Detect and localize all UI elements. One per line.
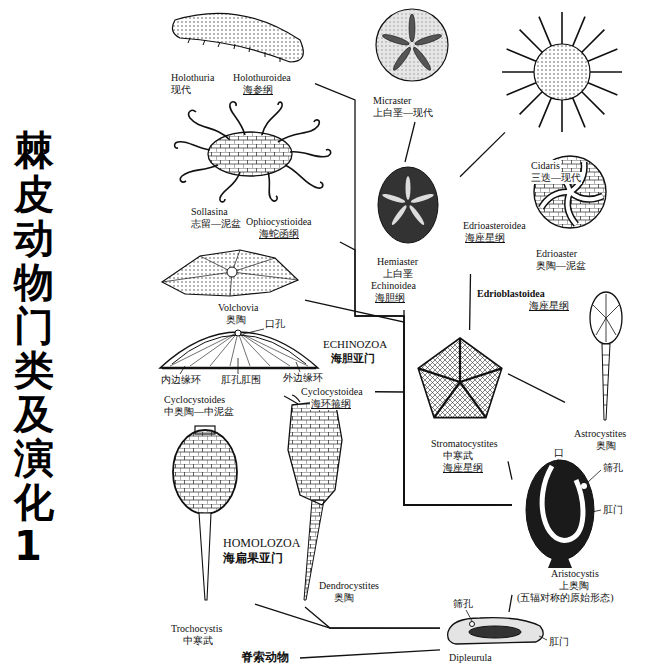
cyclocystoides-figure [160,330,318,368]
age-label: 上白垩—现代 [372,107,434,119]
age-label: 上白垩 [382,268,414,280]
subphylum-name: HOMOLOZOA [222,536,301,550]
genus-name: Edrioaster [535,248,578,260]
annotation-label: 口孔 [264,318,286,330]
title-column: 棘皮动物门类及演化1 [14,128,54,568]
age-label: (五辐对称的原始形态) [516,592,615,604]
class-chinese-name: 海环箍纲 [310,398,352,410]
branch-line [255,604,440,628]
trochocystis-figure [173,426,237,600]
organism-group: Aristocystis上奥陶(五辐对称的原始形态) [512,448,645,606]
hemiaster-figure [378,167,438,243]
class-chinese-name: 海座星纲 [464,232,506,244]
class-chinese-name: 海胆纲 [374,292,406,304]
genus-name: Sollasina [190,206,229,218]
class-name: Ophiocystioidea [245,216,313,228]
genus-name: Trochocystis [170,623,223,635]
organism-group: Dendrocystites奥陶 [275,392,385,607]
branch-line [305,607,440,628]
subphylum-chinese-name: 海扁果亚门 [222,551,284,565]
branch-line [375,392,512,505]
annotation-label: 筛孔 [602,462,624,474]
organism-group: Micraster上白垩—现代 [365,5,465,122]
branch-line [509,595,512,612]
age-label: 奥陶 [333,592,355,604]
class-chinese-name: 海蛇函纲 [258,228,300,240]
organism-group: Volchovia奥陶 [155,246,305,328]
age-label: 奥陶—泥盆 [535,260,587,272]
class-name: Edrioasteroidea [462,220,527,232]
annotation-label: 肛孔肛围 [220,374,262,386]
class-chinese-name: 海参纲 [242,84,274,96]
organism-group: Holothuria现代 Holothuroidea海参纲 [165,2,315,98]
class-name: Cyclocystoidea [300,386,364,398]
group-name: 脊索动物 [240,650,290,664]
organism-group: Dipleurula [440,612,555,666]
genus-name: Stromatocystites [430,438,499,450]
genus-name: Cidaris [530,160,561,172]
organism-group: Sollasina志留—泥盆Ophiocystioidea海蛇函纲 [160,100,350,242]
branch-line [305,300,512,505]
cidaris-figure [502,12,622,132]
micraster-figure [376,9,448,81]
genus-name: Volchovia [217,302,259,314]
age-label: 中奥陶—中泥盆 [163,406,235,418]
annotation-label: 筛孔 [452,598,474,610]
organism-group: 脊索动物 [240,650,300,666]
annotation-label: 肛门 [548,636,570,648]
branch-line [508,461,512,479]
holothuria-figure [172,13,303,62]
subphylum-chinese-name: 海胆亚门 [330,352,376,365]
organism-group: Cyclocystoides中奥陶—中泥盆 Cyclocystoidea海环箍纲 [155,320,375,424]
branch-line [300,650,440,658]
dendrocystites-figure [284,395,342,600]
dipleurula-figure [448,618,544,644]
genus-name: Dendrocystites [318,580,380,592]
class-chinese-name: 海座星纲 [528,300,570,312]
age-label: 中寒武 [182,635,214,647]
age-label: 奥陶 [225,314,247,326]
annotation-label: 外边缘环 [282,372,324,384]
branch-line [469,274,471,330]
organism-group: Edrioasteroidea海座星纲 Edrioaster奥陶—泥盆 [462,150,632,274]
branch-line [460,132,505,176]
genus-name: Astrocystites [573,428,627,440]
organism-group: Astrocystites奥陶 [565,282,643,454]
age-label: 志留—泥盆 [190,218,242,230]
aristocystis-figure [526,460,594,568]
volchovia-figure [162,250,298,296]
genus-name: Holothuria [170,72,215,84]
organism-group: Cidaris三迭—现代 [505,5,640,187]
annotation-label: 内边缘环 [160,374,202,386]
class-name: Holothuroidea [232,72,292,84]
age-label: 上奥陶 [558,580,590,592]
branch-line [340,242,512,505]
branch-line [405,122,415,162]
annotation-label: 肛门 [602,504,624,516]
genus-name: Cyclocystoides [163,394,226,406]
class-chinese-name: 海座星纲 [442,462,484,474]
genus-name: Aristocystis [550,568,600,580]
organism-group: Stromatocystites中寒武海座星纲 [412,330,508,476]
class-name: Edrioblastoidea [476,288,546,300]
age-label: 三迭—现代 [530,172,582,184]
age-label: 中寒武 [442,450,474,462]
stromatocystites-figure [418,338,502,418]
genus-name: Dipleurula [448,652,493,664]
genus-name: Micraster [372,95,412,107]
class-name: Echinoidea [370,280,417,292]
astrocystites-figure [590,292,622,420]
annotation-label: 口 [553,447,565,459]
subphylum-name: ECHINOZOA [322,338,388,351]
genus-name: Hemiaster [376,256,419,268]
age-label: 奥陶 [595,440,617,452]
age-label: 现代 [170,84,192,96]
sollasina-figure [175,102,331,202]
branch-line [508,374,565,403]
branch-line [404,310,512,505]
organism-group: Hemiaster上白垩Echinoidea海胆纲 [360,162,460,310]
